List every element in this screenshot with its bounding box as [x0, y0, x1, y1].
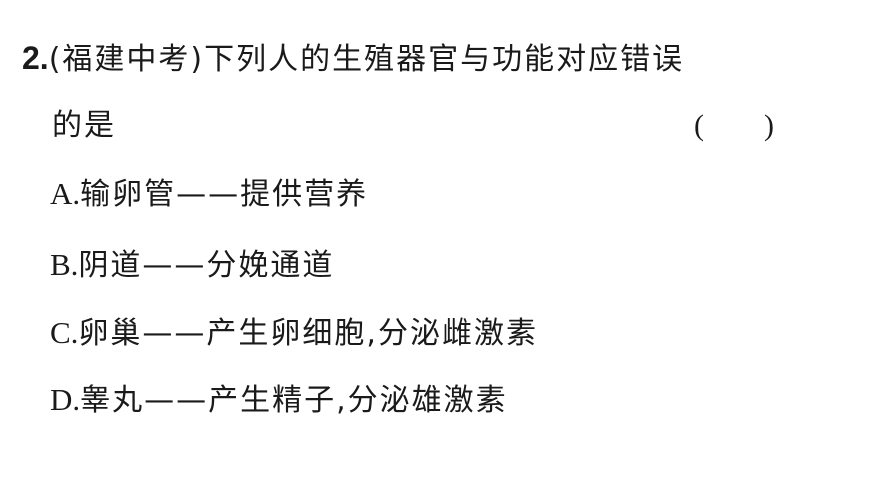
option-b: B.阴道——分娩通道	[50, 245, 334, 286]
option-d: D.睾丸——产生精子,分泌雄激素	[50, 380, 508, 421]
option-text: 输卵管——提供营养	[80, 177, 369, 212]
option-letter: C.	[50, 315, 79, 350]
question-stem-text-cont: 的是	[52, 108, 116, 143]
option-text: 阴道——分娩通道	[78, 248, 335, 283]
question-stem-line2: 的是	[52, 106, 116, 146]
option-letter: B.	[50, 247, 79, 282]
option-c: C.卵巢——产生卵细胞,分泌雌激素	[50, 313, 538, 354]
question-stem-line1: 2.(福建中考)下列人的生殖器官与功能对应错误	[22, 38, 684, 80]
option-letter: D.	[50, 382, 81, 417]
answer-blank: ( )	[694, 109, 774, 142]
question-number: 2.	[22, 40, 49, 76]
option-text: 卵巢——产生卵细胞,分泌雌激素	[78, 316, 538, 351]
option-letter: A.	[50, 176, 81, 211]
option-text: 睾丸——产生精子,分泌雄激素	[80, 383, 508, 418]
option-a: A.输卵管——提供营养	[50, 174, 368, 215]
question-stem-text: (福建中考)下列人的生殖器官与功能对应错误	[48, 42, 685, 77]
